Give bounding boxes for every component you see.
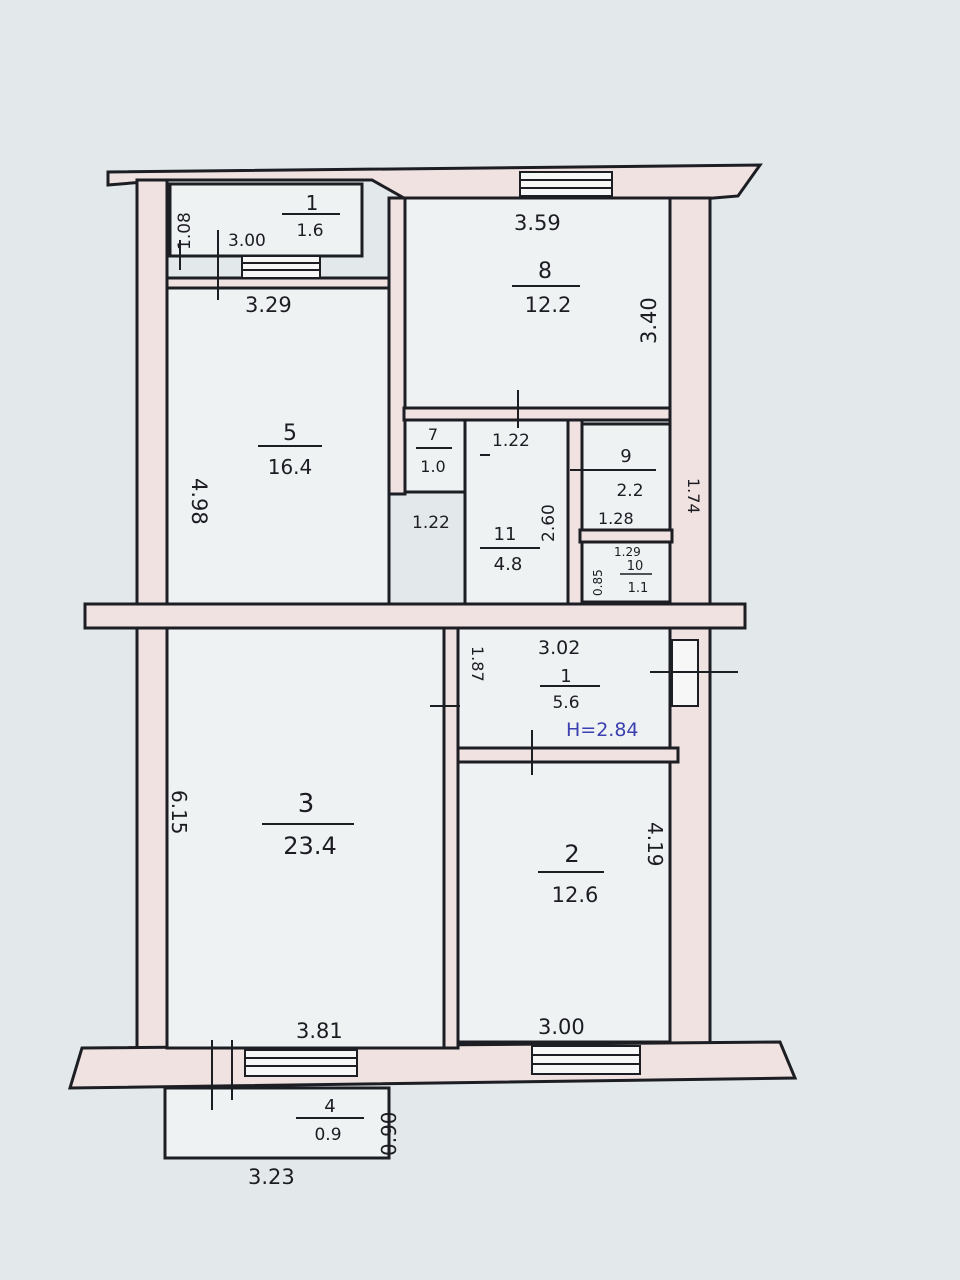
dim-room3-height: 6.15: [167, 790, 191, 835]
wall-room8-bottom: [402, 406, 672, 422]
room-2-area: 12.6: [552, 883, 599, 907]
room-10-interior: [580, 540, 672, 604]
room-3-number: 3: [298, 789, 315, 819]
room-2-interior: [456, 760, 672, 1044]
room-10-number: 10: [627, 559, 644, 574]
wall-room9-room10: [578, 528, 674, 544]
wall-room5-room8: [387, 196, 407, 496]
window-room3: [244, 1049, 358, 1077]
room-4-number: 4: [324, 1096, 335, 1117]
room-6-interior: [168, 182, 364, 258]
room-11-area: 4.8: [494, 554, 523, 575]
dim-room8-height: 3.40: [637, 297, 661, 344]
room-4-balcony: [163, 1086, 391, 1160]
window-room5: [241, 255, 321, 279]
room-11-interior: [463, 418, 570, 606]
dim-room9-width: 1.28: [598, 509, 634, 528]
dim-room9-height: 1.74: [684, 478, 703, 514]
room-3-interior: [165, 626, 446, 1050]
room-10-area: 1.1: [628, 581, 649, 596]
dim-room6-width: 3.00: [228, 231, 266, 251]
middle-horizontal-wall: [83, 602, 747, 630]
window-room2: [531, 1045, 641, 1075]
dim-corridor-height: 2.60: [539, 504, 559, 542]
room-6-number: 1: [306, 191, 319, 215]
room-5-area: 16.4: [268, 455, 313, 479]
dim-room1-height: 1.87: [468, 646, 487, 682]
room-9-interior: [580, 422, 672, 532]
room-7-area: 1.0: [420, 457, 445, 476]
room-9-area: 2.2: [616, 481, 643, 501]
wall-room9-left: [566, 418, 584, 606]
dim-room5-height: 4.98: [187, 478, 211, 525]
room-8-area: 12.2: [525, 293, 572, 317]
room-11-number: 11: [494, 524, 517, 545]
door-marks: [179, 230, 600, 1110]
entrance-door: [650, 639, 738, 707]
dim-room3-width: 3.81: [296, 1019, 343, 1043]
dim-room4-depth: 0.90: [377, 1111, 401, 1156]
dim-room10-height: 0.85: [591, 569, 605, 596]
wall-room3-room2: [442, 626, 460, 1050]
room-3-area: 23.4: [283, 832, 336, 860]
wall-room1-room2: [456, 746, 680, 764]
dim-room4-width: 3.23: [248, 1165, 295, 1189]
room-8-number: 8: [538, 259, 552, 284]
window-room8: [519, 171, 613, 197]
dim-corridor-width-lower: 1.22: [412, 513, 450, 533]
room-1-interior: [456, 626, 672, 750]
dim-room8-width: 3.59: [514, 211, 561, 235]
room-6-area: 1.6: [296, 221, 323, 241]
dim-room6-depth: 1.08: [175, 212, 195, 250]
room-5-number: 5: [283, 421, 297, 446]
dim-corridor-width: 1.22: [492, 431, 530, 451]
room-1-area: 5.6: [552, 693, 579, 713]
room-4-area: 0.9: [314, 1125, 341, 1145]
room-7-number: 7: [428, 425, 438, 444]
dim-room1-width: 3.02: [538, 637, 580, 659]
room-8-interior: [403, 196, 672, 410]
ceiling-height-label: H=2.84: [566, 719, 639, 741]
dim-room2-width: 3.00: [538, 1015, 585, 1039]
dim-room10-width: 1.29: [614, 545, 641, 559]
room-7-interior: [403, 418, 467, 494]
room-2-number: 2: [564, 840, 579, 868]
dim-room2-height: 4.19: [643, 822, 667, 867]
dim-room5-width: 3.29: [245, 293, 292, 317]
room-9-number: 9: [620, 446, 631, 467]
room-1-number: 1: [560, 666, 571, 687]
